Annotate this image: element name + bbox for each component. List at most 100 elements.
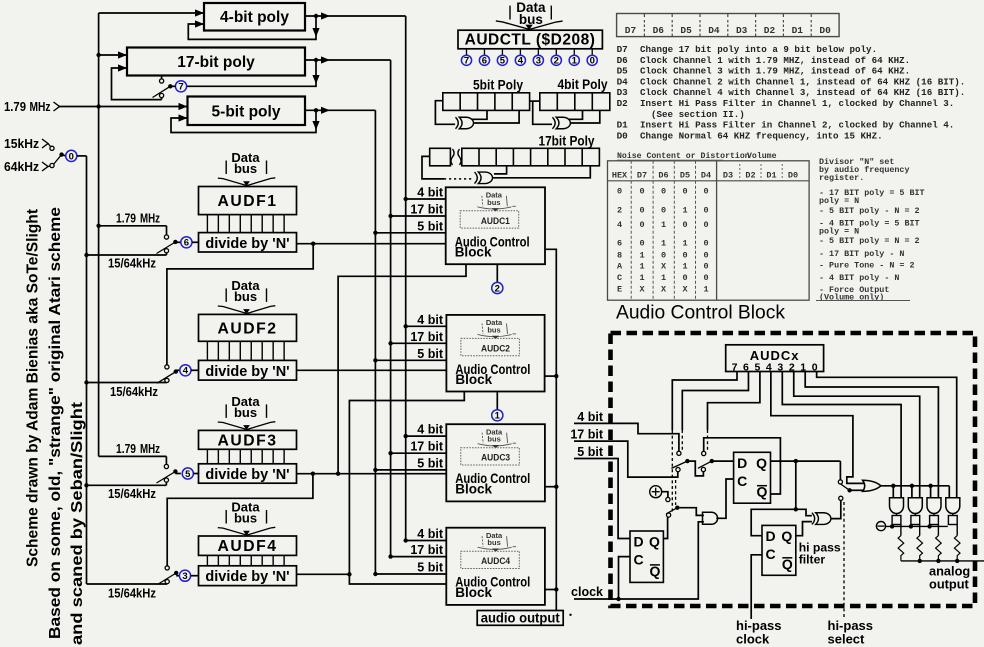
svg-text:Block: Block bbox=[455, 481, 492, 496]
svg-text:- Force Output: - Force Output bbox=[819, 285, 889, 295]
svg-text:17 bit: 17 bit bbox=[410, 203, 443, 217]
svg-text:D0: D0 bbox=[819, 25, 831, 36]
svg-text:15/64kHz: 15/64kHz bbox=[108, 257, 156, 271]
svg-text:- 5 BIT poly - N = 2: - 5 BIT poly - N = 2 bbox=[819, 206, 920, 216]
svg-text:0: 0 bbox=[617, 186, 622, 196]
svg-text:Clock Channel 2 with Channel 1: Clock Channel 2 with Channel 1, instead … bbox=[640, 76, 965, 87]
svg-text:Block: Block bbox=[455, 372, 492, 387]
svg-text:Q: Q bbox=[649, 534, 660, 550]
svg-text:0: 0 bbox=[682, 273, 687, 283]
svg-text:0: 0 bbox=[682, 220, 687, 230]
svg-text:Audio Control: Audio Control bbox=[455, 362, 530, 377]
svg-text:17-bit poly: 17-bit poly bbox=[177, 54, 255, 71]
svg-text:hi-pass: hi-pass bbox=[736, 618, 782, 633]
svg-text:1: 1 bbox=[800, 361, 806, 373]
svg-text:AUDC4: AUDC4 bbox=[481, 556, 510, 566]
svg-text:X: X bbox=[661, 285, 667, 295]
svg-text:0: 0 bbox=[639, 206, 644, 216]
svg-text:0: 0 bbox=[682, 251, 687, 261]
svg-text:1.79: 1.79 bbox=[116, 212, 136, 226]
svg-text:Insert Hi Pass Filter in Chann: Insert Hi Pass Filter in Channel 2, cloc… bbox=[640, 120, 954, 131]
svg-text:bus: bus bbox=[234, 161, 257, 176]
svg-text:AUDC1: AUDC1 bbox=[481, 216, 510, 226]
svg-text:0: 0 bbox=[703, 220, 708, 230]
svg-text:15kHz: 15kHz bbox=[4, 136, 39, 151]
svg-text:AUDC3: AUDC3 bbox=[481, 453, 510, 463]
svg-text:divide by 'N': divide by 'N' bbox=[205, 236, 289, 252]
svg-text:1: 1 bbox=[639, 273, 644, 283]
svg-text:D2: D2 bbox=[764, 25, 776, 36]
svg-text:A: A bbox=[617, 262, 623, 272]
svg-text:17bit Poly: 17bit Poly bbox=[539, 134, 595, 149]
svg-text:- 4 BIT poly = 5 BIT: - 4 BIT poly = 5 BIT bbox=[819, 218, 920, 228]
svg-text:2: 2 bbox=[554, 56, 559, 67]
svg-text:D7: D7 bbox=[637, 171, 647, 181]
svg-text:4: 4 bbox=[766, 361, 772, 373]
svg-text:hi pass: hi pass bbox=[799, 541, 841, 555]
svg-text:5bit Poly: 5bit Poly bbox=[473, 78, 523, 93]
svg-text:0: 0 bbox=[703, 206, 708, 216]
svg-text:4: 4 bbox=[617, 220, 622, 230]
svg-text:Scheme drawn by Adam Bienias a: Scheme drawn by Adam Bienias aka SoTe/Sl… bbox=[25, 209, 42, 567]
svg-text:Data: Data bbox=[231, 394, 260, 409]
svg-text:Data: Data bbox=[486, 318, 503, 327]
svg-text:bus: bus bbox=[519, 12, 543, 27]
svg-text:(See section II.): (See section II.) bbox=[651, 109, 745, 120]
svg-text:7: 7 bbox=[732, 361, 738, 373]
svg-text:Block: Block bbox=[455, 585, 492, 600]
svg-text:X: X bbox=[682, 285, 688, 295]
svg-text:X: X bbox=[661, 262, 667, 272]
svg-text:Clock Channel 3 with 1.79 MHZ,: Clock Channel 3 with 1.79 MHZ, instead o… bbox=[640, 66, 910, 77]
svg-text:17 bit: 17 bit bbox=[570, 428, 603, 442]
svg-text:D3: D3 bbox=[617, 87, 629, 98]
svg-text:2: 2 bbox=[789, 361, 795, 373]
svg-text:6: 6 bbox=[482, 56, 487, 67]
svg-text:Based on some, old, "strange": Based on some, old, "strange" original A… bbox=[47, 207, 64, 639]
svg-text:HEX: HEX bbox=[612, 171, 628, 181]
svg-text:15/64kHz: 15/64kHz bbox=[108, 587, 156, 601]
svg-text:1: 1 bbox=[661, 220, 666, 230]
svg-text:6: 6 bbox=[184, 238, 189, 249]
svg-text:0: 0 bbox=[682, 186, 687, 196]
svg-text:0: 0 bbox=[661, 186, 666, 196]
svg-text:1: 1 bbox=[682, 238, 687, 248]
svg-text:by audio frequency: by audio frequency bbox=[819, 165, 909, 175]
svg-text:15/64kHz: 15/64kHz bbox=[108, 487, 156, 501]
svg-text:(Volume only): (Volume only) bbox=[819, 293, 884, 303]
svg-text:filter: filter bbox=[799, 553, 826, 567]
svg-text:D2: D2 bbox=[617, 98, 629, 109]
svg-text:0: 0 bbox=[590, 56, 595, 67]
svg-text:MHz: MHz bbox=[140, 442, 160, 456]
svg-text:bus: bus bbox=[234, 405, 257, 420]
svg-text:1: 1 bbox=[495, 411, 501, 422]
svg-text:5: 5 bbox=[500, 56, 506, 67]
svg-text:Insert Hi Pass Filter in Chann: Insert Hi Pass Filter in Channel 1, cloc… bbox=[640, 98, 954, 109]
svg-text:MHz: MHz bbox=[30, 99, 51, 114]
svg-text:D4: D4 bbox=[708, 25, 720, 36]
svg-text:4 bit: 4 bit bbox=[417, 527, 444, 541]
svg-text:15/64kHz: 15/64kHz bbox=[110, 385, 158, 399]
svg-text:64kHz: 64kHz bbox=[4, 159, 39, 174]
svg-text:D0: D0 bbox=[617, 130, 629, 141]
svg-text:- 17 BIT poly - N: - 17 BIT poly - N bbox=[819, 249, 904, 259]
svg-text:1: 1 bbox=[661, 238, 666, 248]
svg-text:register.: register. bbox=[819, 173, 864, 183]
svg-text:4: 4 bbox=[518, 56, 524, 67]
svg-text:1: 1 bbox=[661, 273, 666, 283]
svg-text:AUDCx: AUDCx bbox=[750, 348, 800, 363]
svg-text:7: 7 bbox=[464, 56, 469, 67]
svg-text:1: 1 bbox=[572, 56, 578, 67]
svg-text:6: 6 bbox=[617, 238, 622, 248]
svg-text:0: 0 bbox=[661, 251, 666, 261]
svg-text:2: 2 bbox=[617, 206, 622, 216]
svg-text:4 bit: 4 bit bbox=[417, 186, 444, 200]
svg-text:17 bit: 17 bit bbox=[410, 330, 443, 344]
svg-text:Block: Block bbox=[455, 245, 492, 260]
svg-text:AUDF4: AUDF4 bbox=[218, 538, 278, 555]
svg-text:Data: Data bbox=[231, 150, 260, 165]
svg-text:5 bit: 5 bit bbox=[417, 219, 444, 233]
svg-text:Q: Q bbox=[757, 484, 768, 500]
svg-text:Data: Data bbox=[231, 500, 260, 515]
svg-text:Change Normal 64 KHZ frequency: Change Normal 64 KHZ frequency, into 15 … bbox=[640, 130, 883, 141]
svg-text:1: 1 bbox=[639, 251, 644, 261]
